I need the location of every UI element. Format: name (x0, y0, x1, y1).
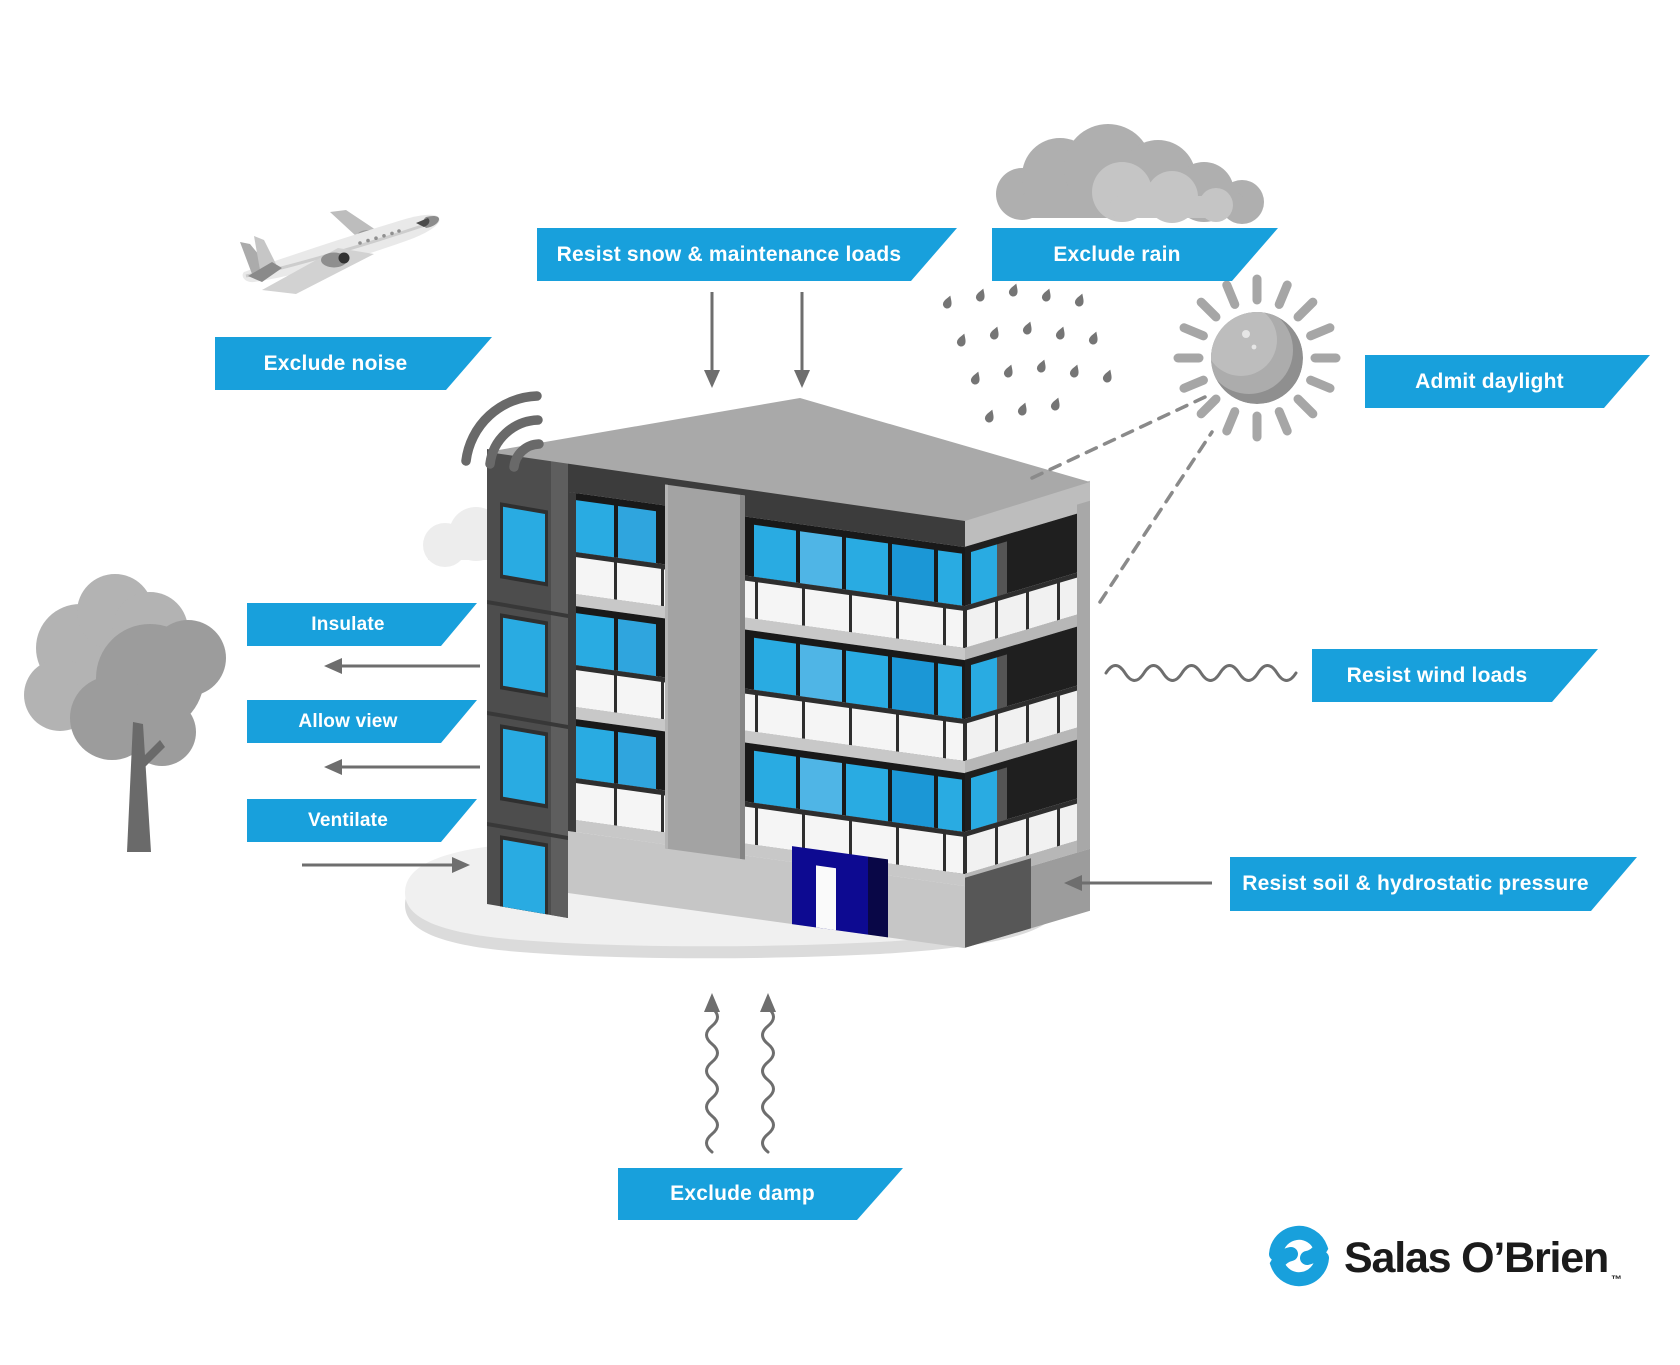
label-exclude-noise: Exclude noise (215, 337, 492, 390)
tree-icon (24, 574, 226, 852)
label-insulate: Insulate (247, 603, 477, 646)
label-admit-daylight: Admit daylight (1365, 355, 1650, 408)
salas-obrien-logo-mark (1269, 1225, 1329, 1287)
building-right-facade (965, 480, 1090, 948)
sun-icon (1178, 279, 1336, 437)
sun-dashed-lines (1030, 395, 1214, 604)
label-resist-wind: Resist wind loads (1312, 649, 1598, 702)
building-left-facade (487, 449, 568, 918)
label-ventilate: Ventilate (247, 799, 477, 842)
down-arrows (704, 292, 810, 388)
right-arrow (302, 857, 470, 873)
label-allow-view: Allow view (247, 700, 477, 743)
label-resist-soil: Resist soil & hydrostatic pressure (1230, 857, 1637, 911)
wind-wave-line (1104, 664, 1298, 682)
building-roof (487, 398, 1090, 521)
label-exclude-damp: Exclude damp (618, 1168, 903, 1220)
logo-trademark: ™ (1611, 1274, 1623, 1286)
logo-wordmark: Salas O’Brien (1344, 1233, 1609, 1282)
label-resist-snow: Resist snow & maintenance loads (537, 228, 957, 281)
airplane-icon (240, 210, 440, 294)
rain-drops-icon (941, 282, 1115, 424)
label-exclude-rain: Exclude rain (992, 228, 1278, 281)
damp-wave-arrows (704, 993, 776, 1154)
building-icon (487, 398, 1090, 949)
salas-obrien-logo: Salas O’Brien ™ (1266, 1222, 1622, 1294)
soil-arrow (1064, 875, 1212, 891)
rain-cloud-icon (996, 124, 1264, 224)
sound-waves-icon (461, 391, 544, 472)
building-front-facade (568, 463, 965, 949)
left-arrows (324, 658, 480, 775)
